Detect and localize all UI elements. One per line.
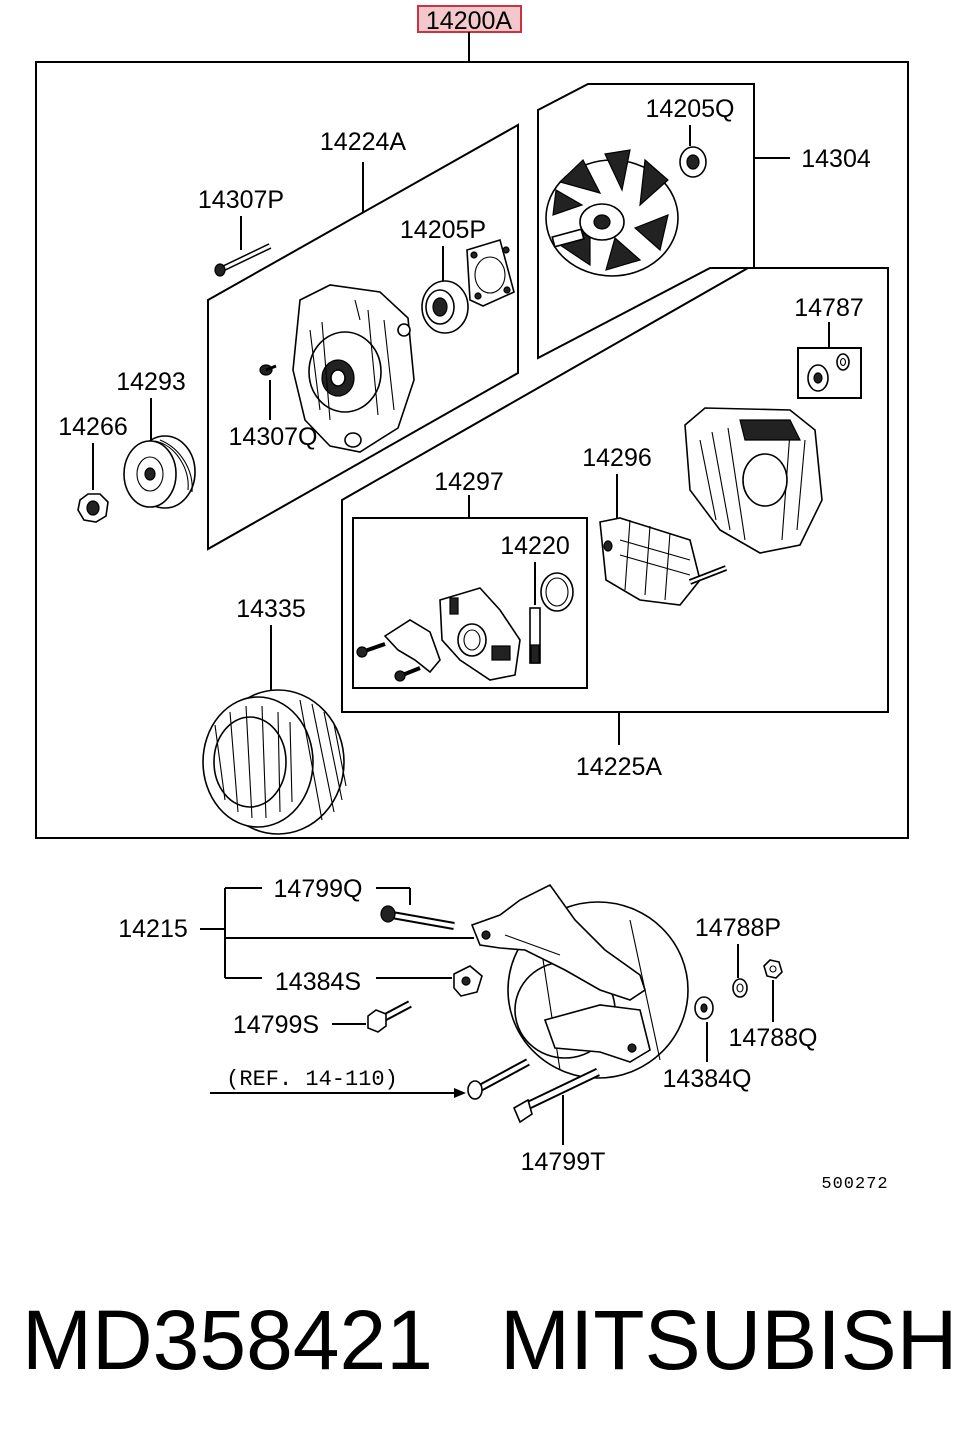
rear-bracket-group-frame	[341, 267, 889, 713]
callout-14384Q[interactable]: 14384Q	[663, 1065, 752, 1093]
bracket-bolt-part	[367, 1000, 412, 1033]
through-bolt-part	[214, 243, 272, 277]
alternator-mount-part	[470, 883, 689, 1079]
callout-14297[interactable]: 14297	[434, 468, 504, 496]
rear-bearing-part	[679, 146, 707, 178]
bushing-part	[807, 353, 850, 392]
assembly-code-label: 14200A	[426, 7, 513, 35]
callout-14799Q[interactable]: 14799Q	[274, 875, 363, 903]
snap-ring-part	[540, 572, 574, 612]
callout-14220[interactable]: 14220	[500, 532, 570, 560]
regulator-part	[439, 587, 521, 681]
callout-14787[interactable]: 14787	[794, 294, 864, 322]
bushing-group-frame	[797, 347, 862, 399]
diagram-code: 500272	[821, 1175, 888, 1194]
callout-14225A[interactable]: 14225A	[576, 753, 663, 781]
pulley-part	[123, 435, 196, 509]
rear-bracket-part	[684, 407, 823, 554]
callout-14788Q[interactable]: 14788Q	[729, 1024, 818, 1052]
alternator-assembly-frame	[35, 61, 909, 839]
front-bracket-group-frame	[207, 123, 519, 551]
callout-14205P[interactable]: 14205P	[400, 216, 486, 244]
callout-14788P[interactable]: 14384S	[275, 968, 361, 996]
brand-name: MITSUBISHI	[500, 1293, 960, 1387]
spring-washer-part	[732, 978, 748, 998]
bearing-retainer-part	[466, 238, 515, 307]
regulator-bracket-part	[356, 619, 441, 682]
reference-note[interactable]: (REF. 14-110)	[226, 1067, 398, 1092]
callout-14307P[interactable]: 14307P	[198, 186, 284, 214]
hex-nut-part	[763, 959, 783, 979]
callout-14266[interactable]: 14266	[58, 413, 128, 441]
rectifier-part	[599, 517, 728, 606]
callout-14384S[interactable]: 14788P	[695, 914, 781, 942]
stator-part	[202, 689, 347, 835]
adjust-bolt-part	[380, 905, 455, 930]
pulley-nut-part	[77, 493, 109, 523]
assembly-code-callout[interactable]: 14200A	[417, 5, 522, 35]
callout-14307Q[interactable]: 14307Q	[229, 423, 318, 451]
part-number: MD358421	[22, 1293, 433, 1387]
front-bracket-part	[292, 284, 415, 453]
footer: MD358421 MITSUBISHI	[0, 1285, 960, 1395]
pivot-bolt-part	[467, 1058, 530, 1100]
square-nut-part	[453, 965, 483, 997]
callout-14296[interactable]: 14296	[582, 444, 652, 472]
callout-14304[interactable]: 14304	[801, 145, 871, 173]
arrow-head	[454, 1088, 466, 1098]
callout-14799T[interactable]: 14799T	[521, 1148, 606, 1176]
callout-14335[interactable]: 14335	[236, 595, 306, 623]
brush-part	[529, 607, 541, 664]
callout-14215[interactable]: 14215	[118, 915, 188, 943]
rotor-part	[545, 149, 679, 277]
long-bolt-part	[512, 1067, 600, 1124]
screw-part	[259, 364, 277, 376]
plain-washer-part	[694, 996, 714, 1020]
callout-14293[interactable]: 14293	[116, 368, 186, 396]
callout-14799S[interactable]: 14799S	[233, 1011, 319, 1039]
callout-14224A[interactable]: 14224A	[320, 128, 407, 156]
front-bearing-part	[421, 280, 469, 334]
callout-14205Q[interactable]: 14205Q	[646, 95, 735, 123]
